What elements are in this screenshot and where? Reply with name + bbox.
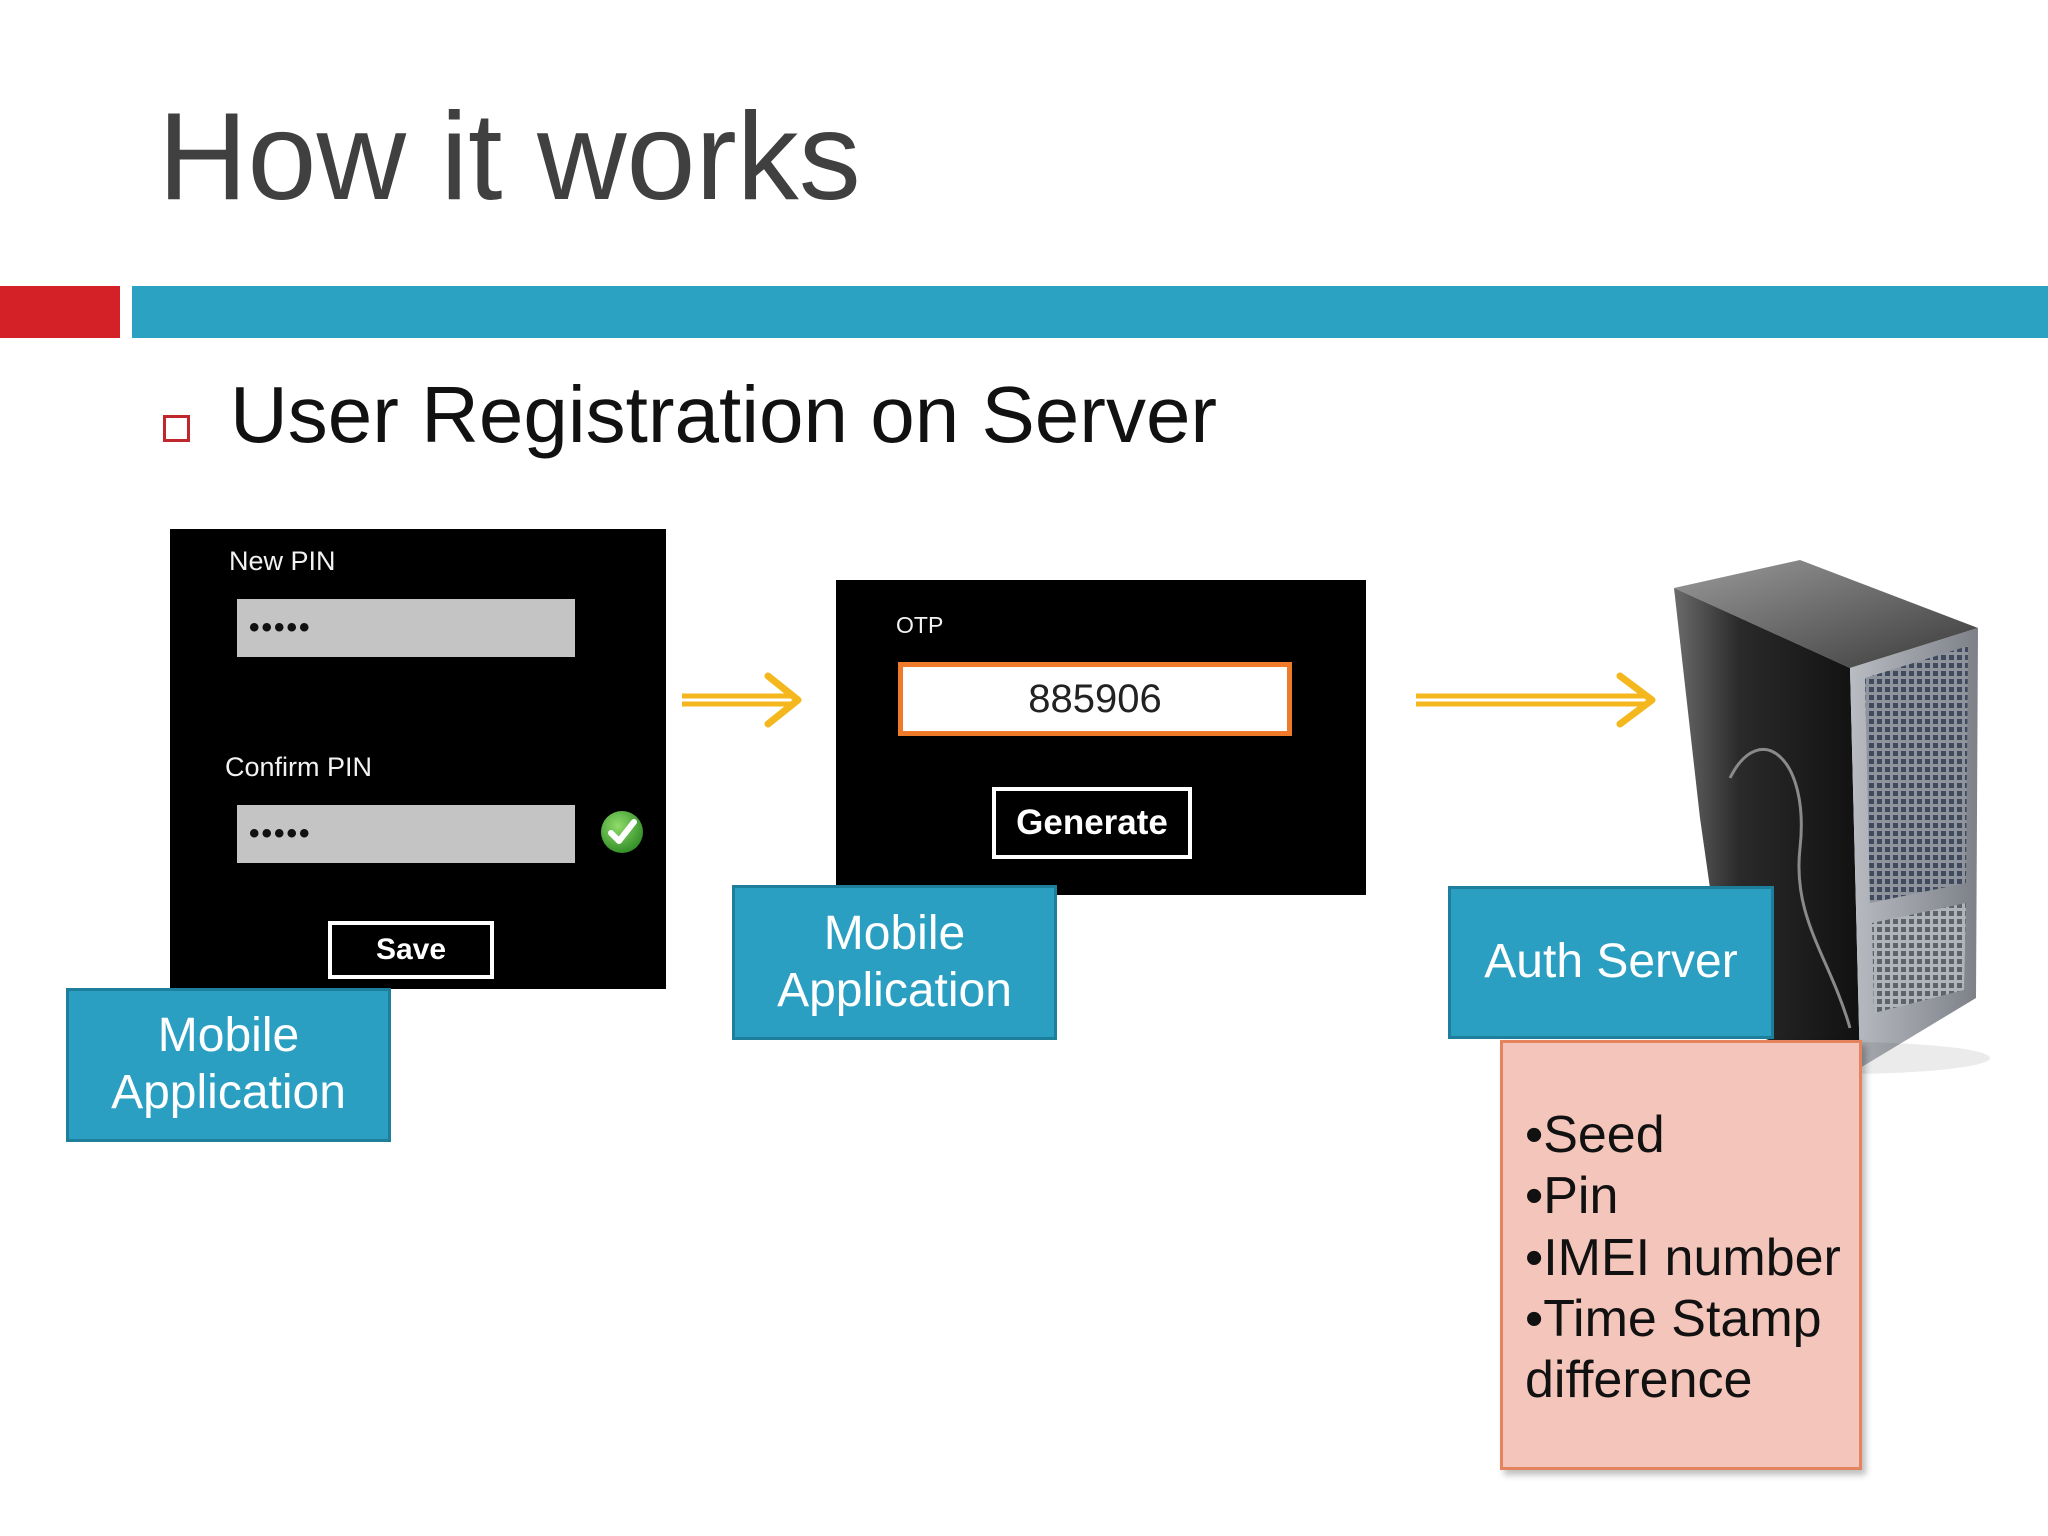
arrow-right-icon [682, 672, 802, 728]
auth-server-tag: Auth Server [1448, 886, 1774, 1039]
new-pin-value: ••••• [249, 611, 312, 644]
list-item: •IMEI number [1525, 1228, 1841, 1287]
check-icon [601, 811, 643, 853]
tag-line: Mobile [823, 906, 966, 960]
server-info-box: •Seed •Pin •IMEI number •Time Stamp diff… [1500, 1040, 1862, 1470]
bullet-heading: User Registration on Server [230, 370, 1218, 459]
bullet-square-icon [163, 415, 190, 442]
confirm-pin-value: ••••• [249, 817, 312, 850]
confirm-pin-label: Confirm PIN [225, 752, 373, 782]
generate-button[interactable]: Generate [992, 787, 1192, 859]
new-pin-label: New PIN [229, 546, 336, 576]
otp-field[interactable]: 885906 [898, 662, 1292, 736]
otp-screen: OTP 885906 Generate [836, 580, 1366, 895]
list-item: difference [1525, 1351, 1753, 1410]
pin-screen: New PIN ••••• Confirm PIN ••••• Save [170, 529, 666, 989]
list-item: •Pin [1525, 1167, 1619, 1226]
tag-line: Mobile [157, 1009, 300, 1063]
list-item: •Time Stamp [1525, 1290, 1822, 1349]
otp-label: OTP [896, 612, 944, 638]
confirm-pin-field[interactable]: ••••• [237, 805, 575, 863]
save-button[interactable]: Save [328, 921, 494, 979]
accent-bar-teal [132, 286, 2048, 338]
tag-line: Auth Server [1484, 935, 1738, 989]
arrow-right-icon [1416, 672, 1656, 728]
slide-title: How it works [158, 88, 861, 226]
mobile-application-tag: Mobile Application [732, 885, 1057, 1040]
server-info-list: •Seed •Pin •IMEI number •Time Stamp diff… [1525, 1105, 1841, 1412]
new-pin-field[interactable]: ••••• [237, 599, 575, 657]
tag-line: Application [777, 963, 1012, 1017]
mobile-application-tag: Mobile Application [66, 988, 391, 1142]
list-item: •Seed [1525, 1106, 1665, 1164]
accent-bar-red [0, 286, 120, 338]
tag-line: Application [111, 1066, 346, 1119]
